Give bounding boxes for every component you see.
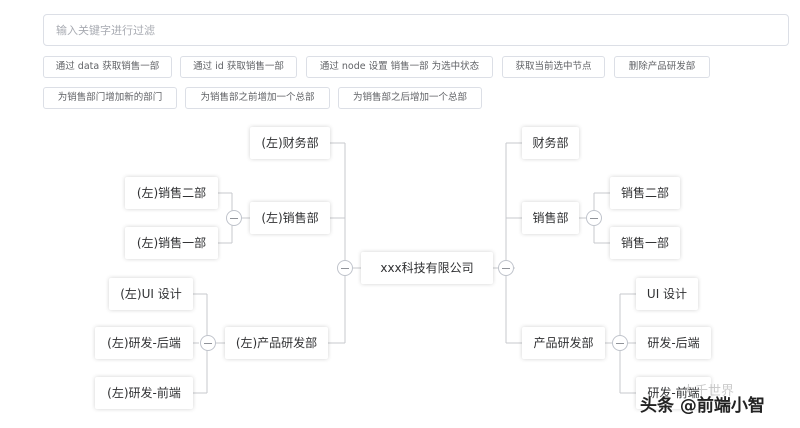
tree-node-left-frontend[interactable]: (左)研发-前端 — [95, 377, 193, 409]
tree-node-left-finance[interactable]: (左)财务部 — [250, 127, 330, 159]
tree-node-right-sales-1[interactable]: 销售一部 — [610, 227, 680, 259]
tree-node-right-sales[interactable]: 销售部 — [522, 202, 579, 234]
tree-node-right-ui[interactable]: UI 设计 — [636, 278, 698, 310]
tree-node-left-sales-2[interactable]: (左)销售二部 — [125, 177, 218, 209]
watermark-faint-text: 大千世界 — [682, 384, 735, 399]
get-by-id-button[interactable]: 通过 id 获取销售一部 — [180, 56, 297, 78]
tree-node-right-finance[interactable]: 财务部 — [522, 127, 579, 159]
tree-node-right-rnd[interactable]: 产品研发部 — [522, 327, 605, 359]
get-by-data-button[interactable]: 通过 data 获取销售一部 — [43, 56, 172, 78]
tree-node-root[interactable]: xxx科技有限公司 — [361, 252, 493, 284]
collapse-left-rnd-toggle[interactable] — [200, 335, 216, 351]
collapse-right-sales-toggle[interactable] — [586, 210, 602, 226]
tree-node-left-backend[interactable]: (左)研发-后端 — [95, 327, 193, 359]
watermark-text: 头条 @前端小智 — [640, 396, 765, 416]
collapse-right-rnd-toggle[interactable] — [612, 335, 628, 351]
filter-search-input[interactable] — [43, 14, 789, 46]
tree-node-left-rnd[interactable]: (左)产品研发部 — [225, 327, 328, 359]
insert-before-sales-button[interactable]: 为销售部之前增加一个总部 — [185, 87, 330, 109]
collapse-left-sales-toggle[interactable] — [226, 210, 242, 226]
tree-node-left-sales[interactable]: (左)销售部 — [250, 202, 330, 234]
add-sales-dept-button[interactable]: 为销售部门增加新的部门 — [43, 87, 177, 109]
tree-node-right-frontend[interactable]: 研发-前端 — [636, 377, 711, 409]
collapse-right-root-toggle[interactable] — [498, 260, 514, 276]
get-current-node-button[interactable]: 获取当前选中节点 — [502, 56, 605, 78]
delete-rnd-button[interactable]: 删除产品研发部 — [614, 56, 710, 78]
tree-node-left-ui[interactable]: (左)UI 设计 — [109, 278, 193, 310]
tree-node-left-sales-1[interactable]: (左)销售一部 — [125, 227, 218, 259]
tree-node-right-sales-2[interactable]: 销售二部 — [610, 177, 680, 209]
set-node-checked-button[interactable]: 通过 node 设置 销售一部 为选中状态 — [306, 56, 493, 78]
collapse-left-root-toggle[interactable] — [337, 260, 353, 276]
insert-after-sales-button[interactable]: 为销售部之后增加一个总部 — [338, 87, 482, 109]
tree-node-right-backend[interactable]: 研发-后端 — [636, 327, 711, 359]
